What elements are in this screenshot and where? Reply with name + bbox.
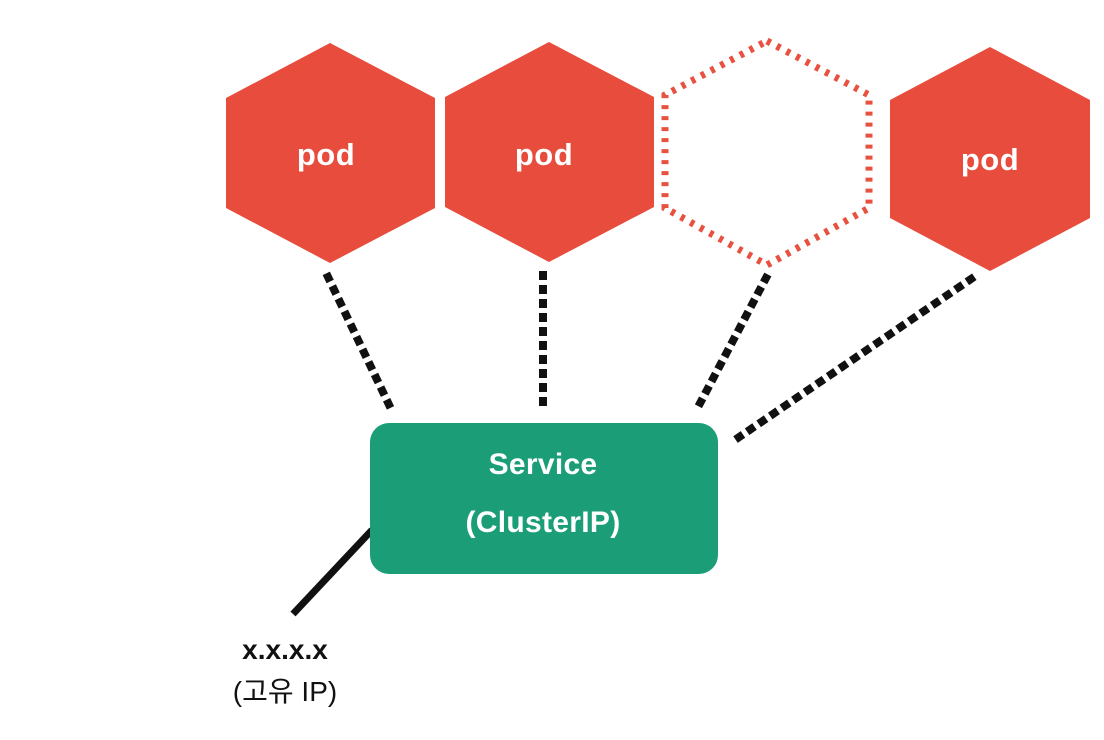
- connector-pod-1: [322, 271, 398, 417]
- pod-hexagon-4: [890, 47, 1090, 271]
- pod-node-2[interactable]: pod: [445, 42, 654, 262]
- service-label-line2: (ClusterIP): [466, 506, 621, 539]
- pod-node-4[interactable]: pod: [890, 47, 1090, 271]
- connector-pod-3: [691, 272, 772, 415]
- pod-label-4: pod: [961, 142, 1019, 177]
- pod-label-2: pod: [515, 137, 573, 172]
- ip-address-label: x.x.x.x: [242, 634, 328, 665]
- ip-description-label: (고유 IP): [233, 676, 337, 707]
- pod-hexagon-2: [445, 42, 654, 262]
- service-label-line1: Service: [489, 448, 598, 481]
- pod-hexagon-3-outline: [661, 37, 873, 270]
- pod-label-1: pod: [297, 137, 355, 172]
- pod-hexagon-1: [226, 43, 435, 263]
- ip-annotation: x.x.x.x (고유 IP): [233, 634, 337, 707]
- connector-pod-4: [723, 273, 977, 450]
- service-node[interactable]: Service (ClusterIP): [370, 423, 718, 574]
- pod-node-1[interactable]: pod: [226, 43, 435, 263]
- service-box: [370, 423, 718, 574]
- connector-service-ip: [290, 527, 375, 617]
- pod-node-3[interactable]: [661, 37, 873, 270]
